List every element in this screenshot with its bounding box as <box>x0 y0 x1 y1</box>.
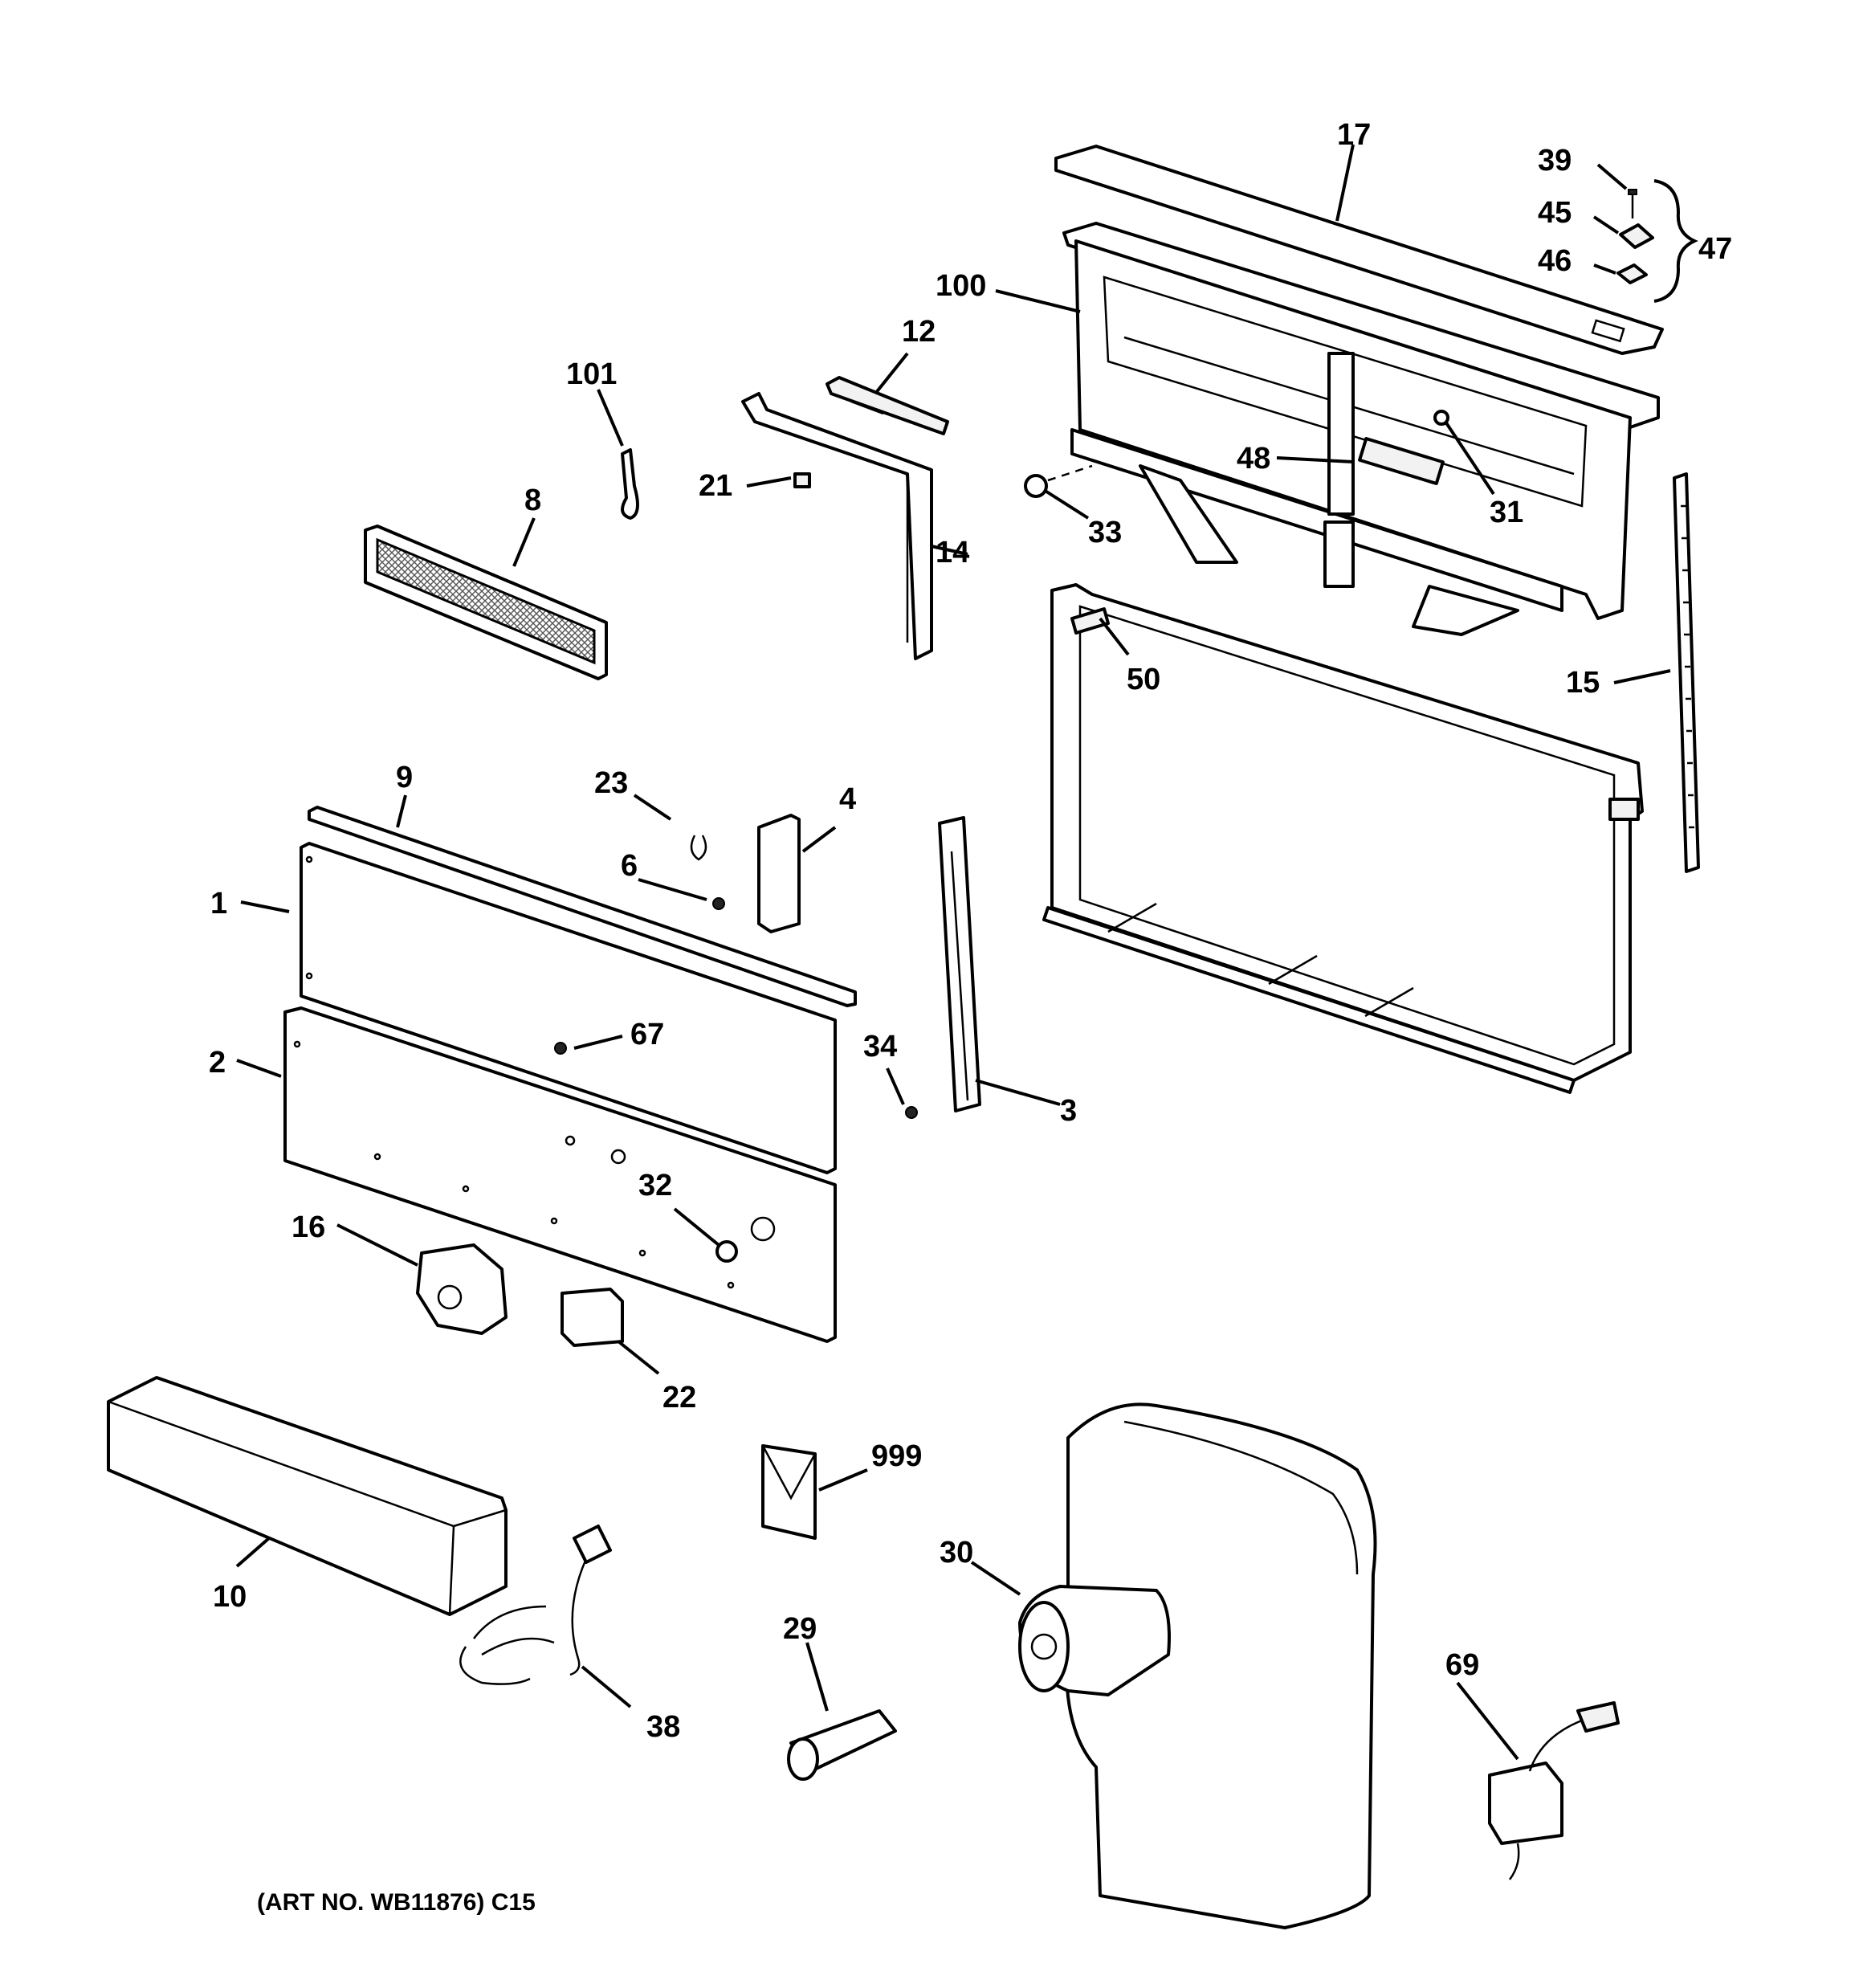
part-67-screw <box>554 1042 567 1055</box>
part-999-literature <box>761 1444 817 1540</box>
leader-lines <box>235 144 1698 1761</box>
callout-999: 999 <box>871 1439 922 1473</box>
part-101-hook <box>621 448 639 520</box>
part-31-screw <box>1433 410 1449 426</box>
part-34-screw <box>905 1106 918 1119</box>
callout-45: 45 <box>1538 196 1572 230</box>
callout-4: 4 <box>839 782 856 816</box>
callout-15: 15 <box>1566 666 1600 700</box>
part-30-blower-assembly <box>1018 1402 1377 1929</box>
part-16-drive-motor <box>416 1243 508 1335</box>
part-39-screw <box>1628 189 1637 218</box>
part-8-grease-filter <box>364 525 608 680</box>
part-12-switch-bracket <box>826 376 949 435</box>
part-32-grommet <box>715 1240 738 1263</box>
callout-101: 101 <box>566 357 617 391</box>
part-22-switch <box>561 1288 624 1347</box>
callout-50: 50 <box>1127 663 1160 696</box>
part-33-plug-button <box>1024 464 1093 498</box>
callout-12: 12 <box>902 315 936 349</box>
callout-14: 14 <box>936 536 969 569</box>
callout-2: 2 <box>209 1046 226 1080</box>
callout-9: 9 <box>396 761 413 794</box>
part-23-wire-clip <box>690 835 707 861</box>
callout-67: 67 <box>630 1018 664 1051</box>
part-69-noise-filter <box>1488 1701 1620 1880</box>
part-6-screw <box>712 897 725 910</box>
callout-31: 31 <box>1490 496 1523 529</box>
part-10-control-box <box>107 1376 508 1616</box>
part-lower-chassis-box <box>1042 583 1644 1094</box>
callout-8: 8 <box>524 484 541 517</box>
part-45-square-nut <box>1619 223 1654 249</box>
callout-47: 47 <box>1698 232 1732 266</box>
callout-23: 23 <box>594 766 628 800</box>
callout-6: 6 <box>621 849 638 883</box>
art-number: (ART NO. WB11876) C15 <box>257 1889 536 1916</box>
callout-labels: 17 39 45 46 47 100 12 101 21 14 8 48 31 … <box>209 118 1732 1744</box>
callout-30: 30 <box>940 1536 973 1570</box>
callout-38: 38 <box>646 1710 680 1744</box>
part-9-trim-strip <box>308 806 857 1007</box>
callout-48: 48 <box>1237 442 1270 476</box>
part-29-capacitor <box>787 1709 897 1781</box>
callout-16: 16 <box>291 1210 325 1244</box>
callout-22: 22 <box>662 1381 696 1414</box>
callout-39: 39 <box>1538 144 1572 178</box>
part-100-hood-frame <box>1062 222 1660 636</box>
callout-29: 29 <box>783 1612 817 1646</box>
part-4-bracket <box>757 814 801 933</box>
part-21-clip <box>793 472 811 488</box>
callout-1: 1 <box>210 887 227 921</box>
part-15-mounting-strip <box>1673 472 1700 873</box>
part-46-clip <box>1616 263 1648 284</box>
callout-21: 21 <box>699 469 732 503</box>
part-3-vertical-rail <box>938 816 981 1112</box>
callout-3: 3 <box>1060 1094 1077 1128</box>
callout-100: 100 <box>936 269 986 303</box>
callout-10: 10 <box>213 1580 247 1614</box>
part-2-lower-panel <box>283 1006 837 1343</box>
callout-69: 69 <box>1445 1648 1479 1682</box>
callout-17: 17 <box>1337 118 1371 152</box>
callout-32: 32 <box>638 1169 672 1202</box>
callout-34: 34 <box>863 1030 897 1063</box>
part-17-top-trim <box>1054 145 1664 355</box>
callout-33: 33 <box>1088 516 1122 549</box>
callout-46: 46 <box>1538 244 1572 278</box>
part-38-power-cord <box>459 1525 612 1685</box>
part-1-front-panel <box>300 842 837 1174</box>
part-14-side-bracket <box>741 392 933 660</box>
